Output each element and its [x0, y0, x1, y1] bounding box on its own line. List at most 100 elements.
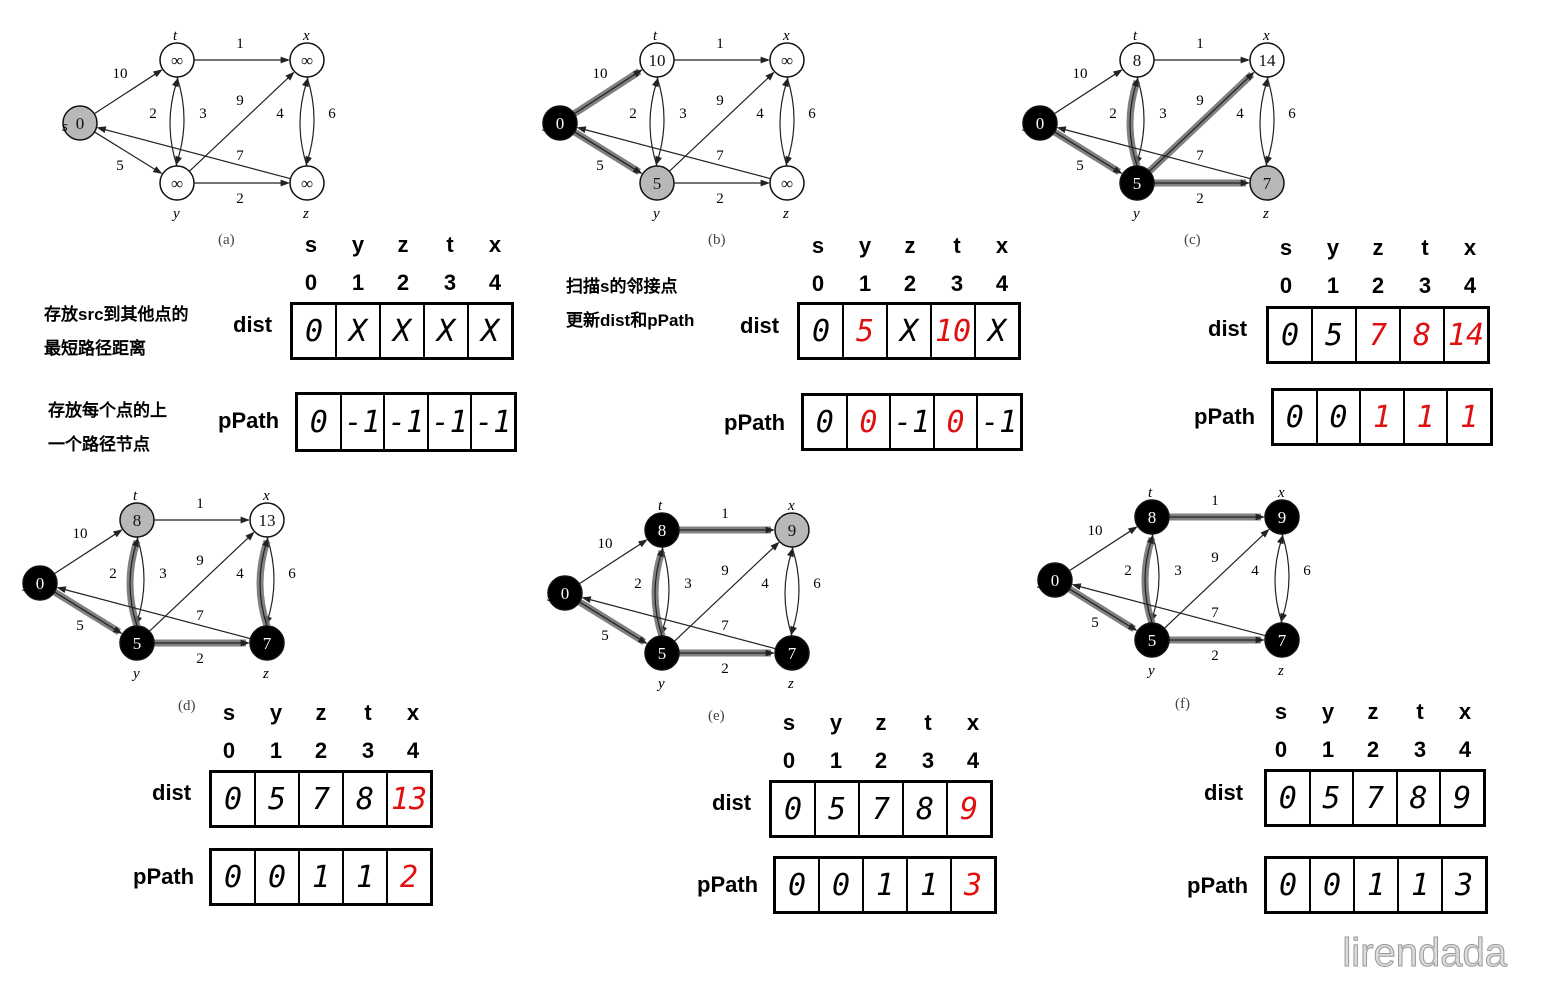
edge-weight-z-x: 6 [808, 106, 816, 122]
node-t: 8 [1119, 42, 1155, 78]
edge-weight-y-x: 9 [236, 93, 244, 109]
node-label-y: y [131, 666, 140, 682]
node-s: 0 [1037, 562, 1073, 598]
node-y: 5 [1134, 622, 1170, 658]
edge-weight-z-x: 6 [288, 566, 296, 582]
dist-note-line-2: 最短路径距离 [44, 339, 146, 358]
header-name: x [488, 232, 502, 257]
edge-s-t [53, 529, 123, 575]
header-name: x [406, 700, 420, 725]
edge-weight-y-x: 9 [716, 93, 724, 109]
scan-note-line-2: 更新dist和pPath [566, 311, 695, 330]
header-name: s [222, 700, 236, 725]
edge-weight-t-y: 2 [1124, 563, 1132, 579]
edge-weight-s-y: 5 [596, 158, 604, 174]
node-label-t: t [1133, 28, 1138, 44]
node-y: ∞ [159, 165, 195, 201]
header-name: s [811, 233, 825, 258]
edge-weight-z-s: 7 [721, 618, 729, 634]
header-name: y [1321, 699, 1335, 724]
node-y: 5 [1119, 165, 1155, 201]
edge-s-t [578, 539, 648, 585]
ppath-cell: 1 [1446, 391, 1490, 443]
node-label-x: x [787, 498, 795, 514]
scan-note: 扫描s的邻接点 更新dist和pPath [566, 270, 694, 338]
edge-weight-t-y: 2 [109, 566, 117, 582]
ppath-cell: 0 [254, 851, 298, 903]
node-value-s: 0 [36, 574, 45, 593]
watermark: lirendada [1342, 931, 1508, 976]
dist-label-1: dist [740, 313, 780, 338]
node-label-s: s [1022, 119, 1028, 135]
edge-y-x [1146, 71, 1255, 174]
header-name: y [1326, 235, 1340, 260]
node-z: 7 [1249, 165, 1285, 201]
edge-y-z [1154, 179, 1250, 187]
header-index: 2 [1366, 737, 1380, 762]
edge-z-x [1259, 77, 1269, 167]
dist-cell: 7 [858, 783, 902, 835]
header-name: t [364, 700, 372, 725]
node-z: 7 [1264, 622, 1300, 658]
edge-weight-y-t: 3 [199, 106, 207, 122]
header-name: z [397, 232, 409, 257]
node-value-z: 7 [1263, 174, 1272, 193]
ppath-cell: 1 [1353, 859, 1397, 911]
node-value-y: 5 [1133, 174, 1142, 193]
edge-weight-t-x: 1 [716, 36, 724, 52]
edge-weight-z-x: 6 [813, 576, 821, 592]
node-label-z: z [1277, 663, 1284, 679]
header-index: 1 [829, 748, 843, 773]
header-name: s [782, 710, 796, 735]
node-label-s: s [547, 589, 553, 605]
caption-c: (c) [1184, 232, 1201, 248]
ppath-label-5: pPath [1187, 873, 1249, 898]
edge-weight-x-z: 4 [1251, 563, 1259, 579]
node-label-x: x [302, 28, 310, 44]
node-label-t: t [133, 488, 138, 504]
edge-weight-t-y: 2 [629, 106, 637, 122]
node-value-y: ∞ [171, 174, 183, 193]
ppath-cell: -1 [470, 395, 514, 449]
node-value-z: 7 [788, 644, 797, 663]
dist-label-2: dist [1208, 316, 1248, 341]
dist-cell: 5 [814, 783, 858, 835]
node-value-t: 8 [1133, 51, 1142, 70]
edge-weight-x-z: 4 [756, 106, 764, 122]
dist-cell: 9 [1439, 772, 1483, 824]
dist-cell: 8 [342, 773, 386, 825]
edge-t-x [1169, 513, 1265, 521]
ppath-label-4: pPath [697, 872, 759, 897]
node-value-y: 5 [658, 644, 667, 663]
edge-z-s [1071, 583, 1266, 637]
edge-weight-z-s: 7 [1196, 148, 1204, 164]
ppath-cell: -1 [383, 395, 427, 449]
header-index: 2 [396, 270, 410, 295]
node-value-t: 8 [658, 521, 667, 540]
node-value-x: ∞ [781, 51, 793, 70]
caption-a: (a) [218, 232, 235, 248]
node-y: 5 [644, 635, 680, 671]
ppath-cell: 2 [386, 851, 430, 903]
ppath-cell: 0 [815, 404, 834, 440]
header-name: s [1274, 699, 1288, 724]
ppath-label-1: pPath [724, 410, 786, 435]
header-index: 3 [950, 271, 964, 296]
edge-y-x [148, 531, 255, 632]
edge-s-y [1052, 128, 1123, 175]
header-index: 0 [1279, 273, 1293, 298]
ppath-cell: -1 [339, 395, 384, 449]
edge-weight-s-t: 10 [113, 66, 128, 82]
edge-weight-s-y: 5 [601, 628, 609, 644]
edge-weight-s-t: 10 [1088, 523, 1103, 539]
node-label-y: y [656, 676, 665, 692]
ppath-cell: 0 [932, 396, 977, 448]
ppath-label-3: pPath [133, 864, 195, 889]
dist-cell: 5 [254, 773, 298, 825]
header-name: y [829, 710, 843, 735]
